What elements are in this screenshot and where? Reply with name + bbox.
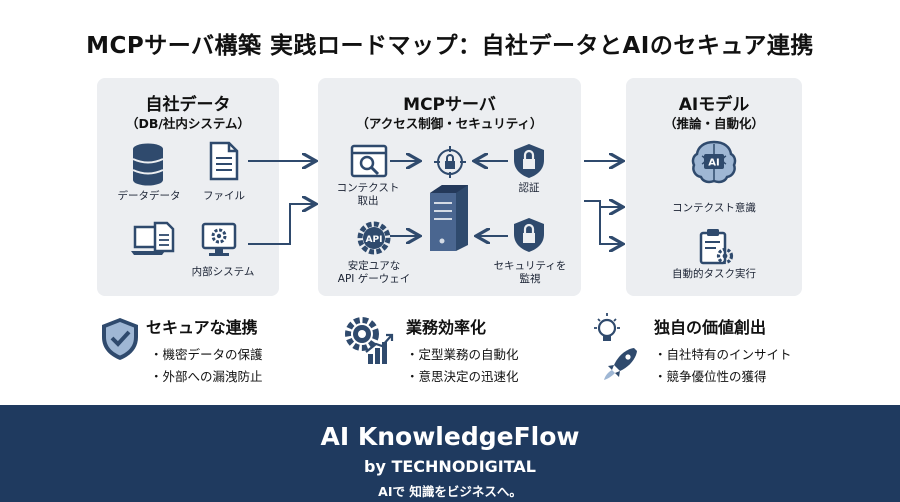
internal-system-label: 内部システム bbox=[191, 266, 255, 278]
feature-bullet: ・自社特有のインサイト bbox=[654, 347, 792, 362]
context-extract-label-line2: 取出 bbox=[357, 195, 379, 207]
context-extract-label-line1: コンテクスト bbox=[336, 182, 400, 194]
svg-text:API: API bbox=[366, 235, 383, 245]
search-window-icon bbox=[350, 144, 388, 178]
security-monitor-label-line1: セキュリティを bbox=[493, 260, 567, 272]
api-gateway-label-line2: API ゲーウェイ bbox=[337, 273, 411, 285]
data-panel: 自社データ （DB/社内システム） データデータ ファイル 内部システム bbox=[97, 78, 279, 296]
context-awareness-label: コンテクスト意識 bbox=[672, 202, 756, 214]
feature-bullet: ・定型業務の自動化 bbox=[406, 347, 519, 362]
feature-title: セキュアな連携 bbox=[146, 318, 258, 337]
mcp-server-panel: MCPサーバ （アクセス制御・セキュリティ） コンテクスト 取出 認証 API bbox=[318, 78, 581, 296]
database-label: データデータ bbox=[117, 190, 181, 202]
auth-label: 認証 bbox=[518, 182, 540, 194]
ai-panel-heading: AIモデル bbox=[678, 95, 750, 115]
gear-chart-icon bbox=[345, 317, 394, 364]
security-monitor-label-line2: 監視 bbox=[519, 273, 541, 285]
data-panel-subheading: （DB/社内システム） bbox=[125, 116, 251, 131]
footer-brand: AI KnowledgeFlow bbox=[320, 422, 580, 451]
feature-title: 業務効率化 bbox=[406, 318, 487, 337]
clipboard-gear-icon bbox=[699, 229, 734, 265]
mcp-panel-heading: MCPサーバ bbox=[403, 95, 496, 115]
lock-target-icon bbox=[434, 146, 466, 178]
feature-bullet: ・意思決定の迅速化 bbox=[406, 369, 519, 384]
arrow-system-to-mcp bbox=[248, 204, 314, 245]
file-label: ファイル bbox=[203, 190, 245, 202]
feature-bullet: ・機密データの保護 bbox=[150, 347, 263, 362]
file-icon bbox=[209, 141, 239, 181]
ai-panel-subheading: （推論・自動化） bbox=[663, 116, 764, 131]
footer-tagline: AIで 知識をビジネスへ。 bbox=[378, 484, 522, 499]
mcp-panel-subheading: （アクセス制御・セキュリティ） bbox=[356, 116, 543, 131]
shield-lock-icon bbox=[514, 218, 544, 252]
lightbulb-rocket-icon bbox=[594, 313, 637, 380]
database-icon bbox=[132, 143, 164, 186]
server-icon bbox=[430, 185, 468, 251]
api-gateway-label-line1: 安定ユアな bbox=[347, 260, 401, 272]
ai-model-panel: AIモデル （推論・自動化） AI コンテクスト意識 自動的タスク実行 bbox=[626, 78, 802, 296]
laptop-document-icon bbox=[131, 221, 175, 255]
page-title: MCPサーバ構築 実践ロードマップ：自社データとAIのセキュア連携 bbox=[86, 33, 814, 59]
shield-check-icon bbox=[102, 318, 138, 360]
data-panel-heading: 自社データ bbox=[145, 95, 231, 115]
shield-lock-icon bbox=[514, 144, 544, 178]
feature-bullet: ・外部への漏洩防止 bbox=[150, 369, 263, 384]
feature-bullet: ・競争優位性の獲得 bbox=[654, 369, 767, 384]
monitor-gear-icon bbox=[201, 222, 237, 256]
arrow-mcp-to-ai-bottom bbox=[584, 200, 621, 244]
footer-company: by TECHNODIGITAL bbox=[364, 457, 536, 476]
ai-brain-badge: AI bbox=[708, 158, 719, 169]
auto-task-label: 自動的タスク実行 bbox=[672, 268, 756, 280]
ai-brain-icon: AI bbox=[691, 140, 737, 184]
footer-banner: AI KnowledgeFlow by TECHNODIGITAL AIで 知識… bbox=[0, 405, 900, 502]
feature-title: 独自の価値創出 bbox=[654, 318, 767, 337]
api-gear-icon: API bbox=[357, 221, 391, 255]
